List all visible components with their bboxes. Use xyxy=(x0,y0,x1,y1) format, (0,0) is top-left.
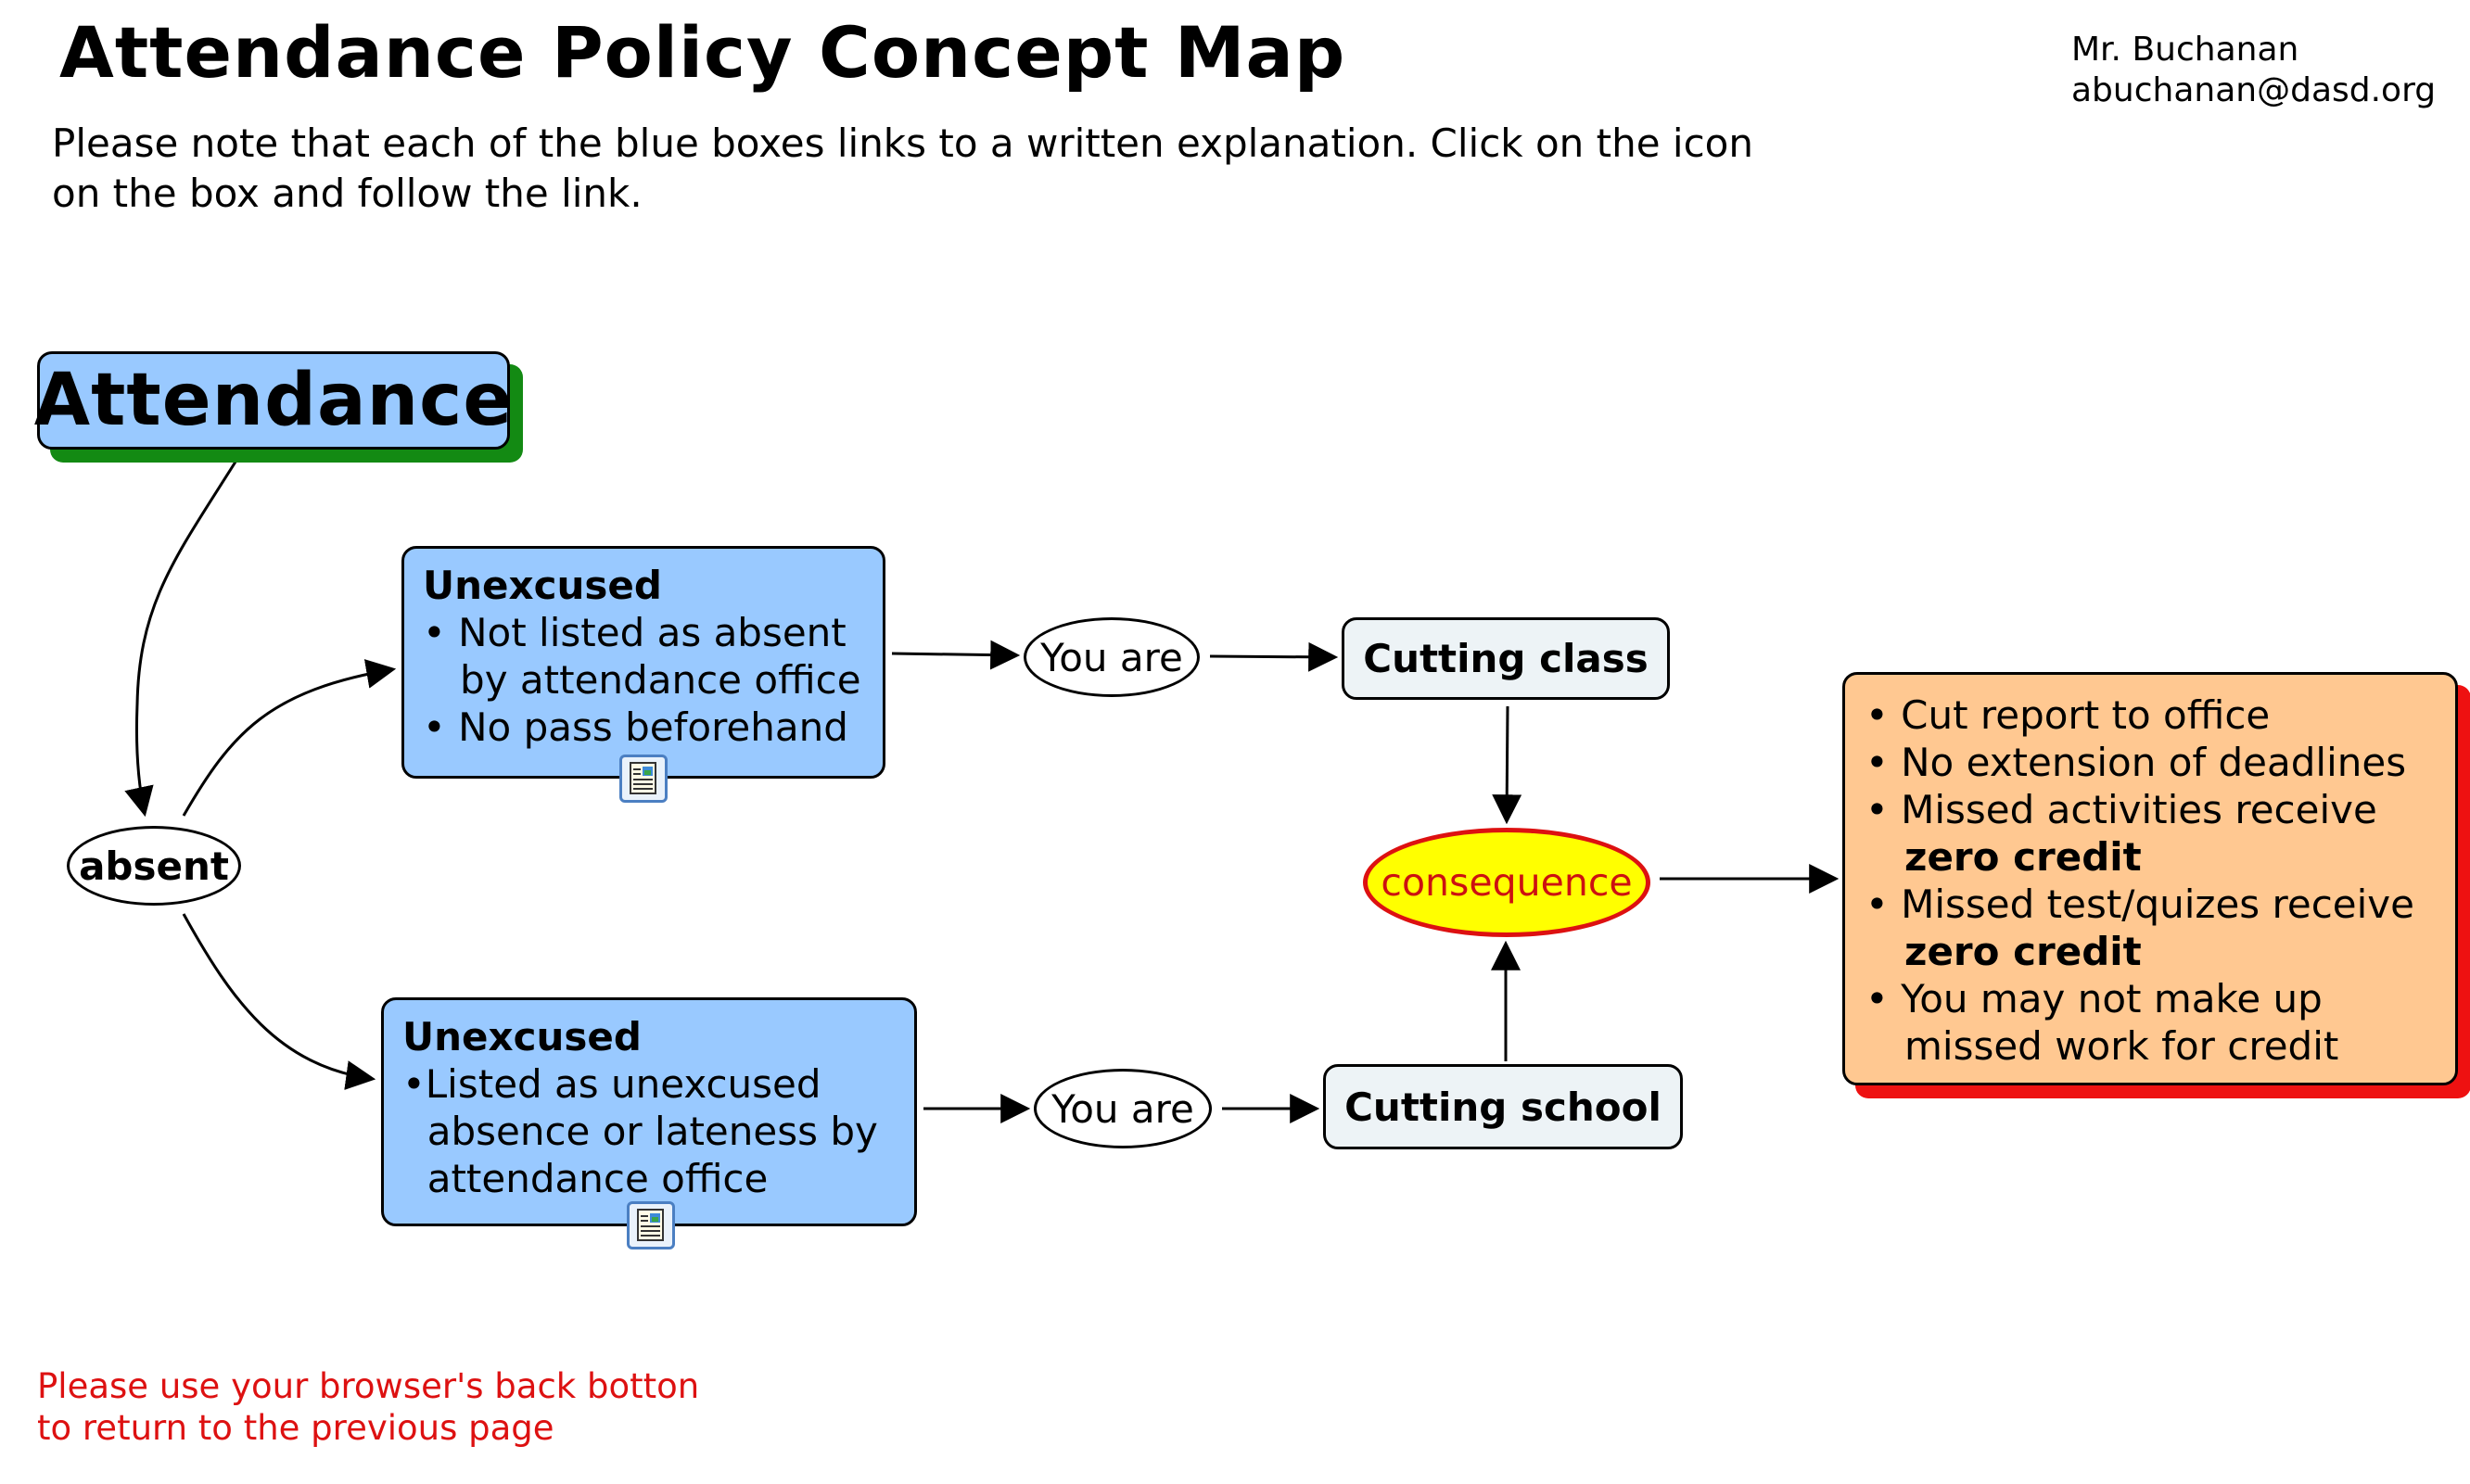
back-instruction-line-1: Please use your browser's back botton xyxy=(37,1366,700,1406)
consequence-item: missed work for credit xyxy=(1904,1023,2339,1069)
back-instruction: Please use your browser's back botton to… xyxy=(37,1365,699,1449)
consequence-item: • No extension of deadlines xyxy=(1865,740,2407,785)
you-are-bottom-node: You are xyxy=(1034,1069,1212,1148)
unexcused-top-line-3: • No pass beforehand xyxy=(423,704,848,750)
edge-attendance-absent xyxy=(124,458,239,818)
cutting-school-node: Cutting school xyxy=(1323,1064,1683,1149)
consequence-item: • Missed activities receive xyxy=(1865,787,2377,832)
consequence-item-emphasis: zero credit xyxy=(1904,834,2142,880)
unexcused-top-heading: Unexcused xyxy=(423,563,662,608)
author-email: abuchanan@dasd.org xyxy=(2071,71,2437,109)
consequences-box: • Cut report to office • No extension of… xyxy=(1842,672,2458,1085)
consequence-item: • Cut report to office xyxy=(1865,692,2271,738)
page-title: Attendance Policy Concept Map xyxy=(59,11,1346,94)
consequence-node: consequence xyxy=(1363,828,1650,937)
instruction-note: Please note that each of the blue boxes … xyxy=(52,120,1753,216)
unexcused-bottom-line-3: attendance office xyxy=(402,1156,769,1201)
consequence-item: • Missed test/quizes receive xyxy=(1865,882,2414,927)
absent-node: absent xyxy=(67,826,241,906)
document-link-icon[interactable] xyxy=(619,755,668,803)
unexcused-bottom-line-2: absence or lateness by xyxy=(402,1109,878,1154)
edge-cutting-class-consequence xyxy=(1492,705,1522,825)
edge-youare-cutting-class xyxy=(1209,641,1339,672)
unexcused-top-line-2: by attendance office xyxy=(423,657,861,703)
you-are-top-node: You are xyxy=(1024,617,1200,697)
cutting-class-node: Cutting class xyxy=(1342,617,1670,700)
unexcused-bottom-line-1: •Listed as unexcused xyxy=(402,1061,821,1107)
author-name: Mr. Buchanan xyxy=(2071,31,2299,69)
edge-absent-unexcused-top xyxy=(182,659,397,817)
author-info: Mr. Buchanan abuchanan@dasd.org xyxy=(2071,30,2436,111)
consequence-item-emphasis: zero credit xyxy=(1904,929,2142,974)
document-link-icon[interactable] xyxy=(627,1201,675,1249)
unexcused-bottom-heading: Unexcused xyxy=(402,1014,642,1059)
unexcused-top-box: Unexcused • Not listed as absent by atte… xyxy=(401,546,885,779)
edge-unexcused-top-youare xyxy=(891,640,1021,670)
attendance-node: Attendance xyxy=(34,351,512,450)
unexcused-top-line-1: • Not listed as absent xyxy=(423,610,847,655)
edge-absent-unexcused-bottom xyxy=(182,913,376,1090)
unexcused-bottom-box: Unexcused •Listed as unexcused absence o… xyxy=(381,997,917,1226)
back-instruction-line-2: to return to the previous page xyxy=(37,1408,554,1448)
consequence-item: • You may not make up xyxy=(1865,976,2323,1021)
